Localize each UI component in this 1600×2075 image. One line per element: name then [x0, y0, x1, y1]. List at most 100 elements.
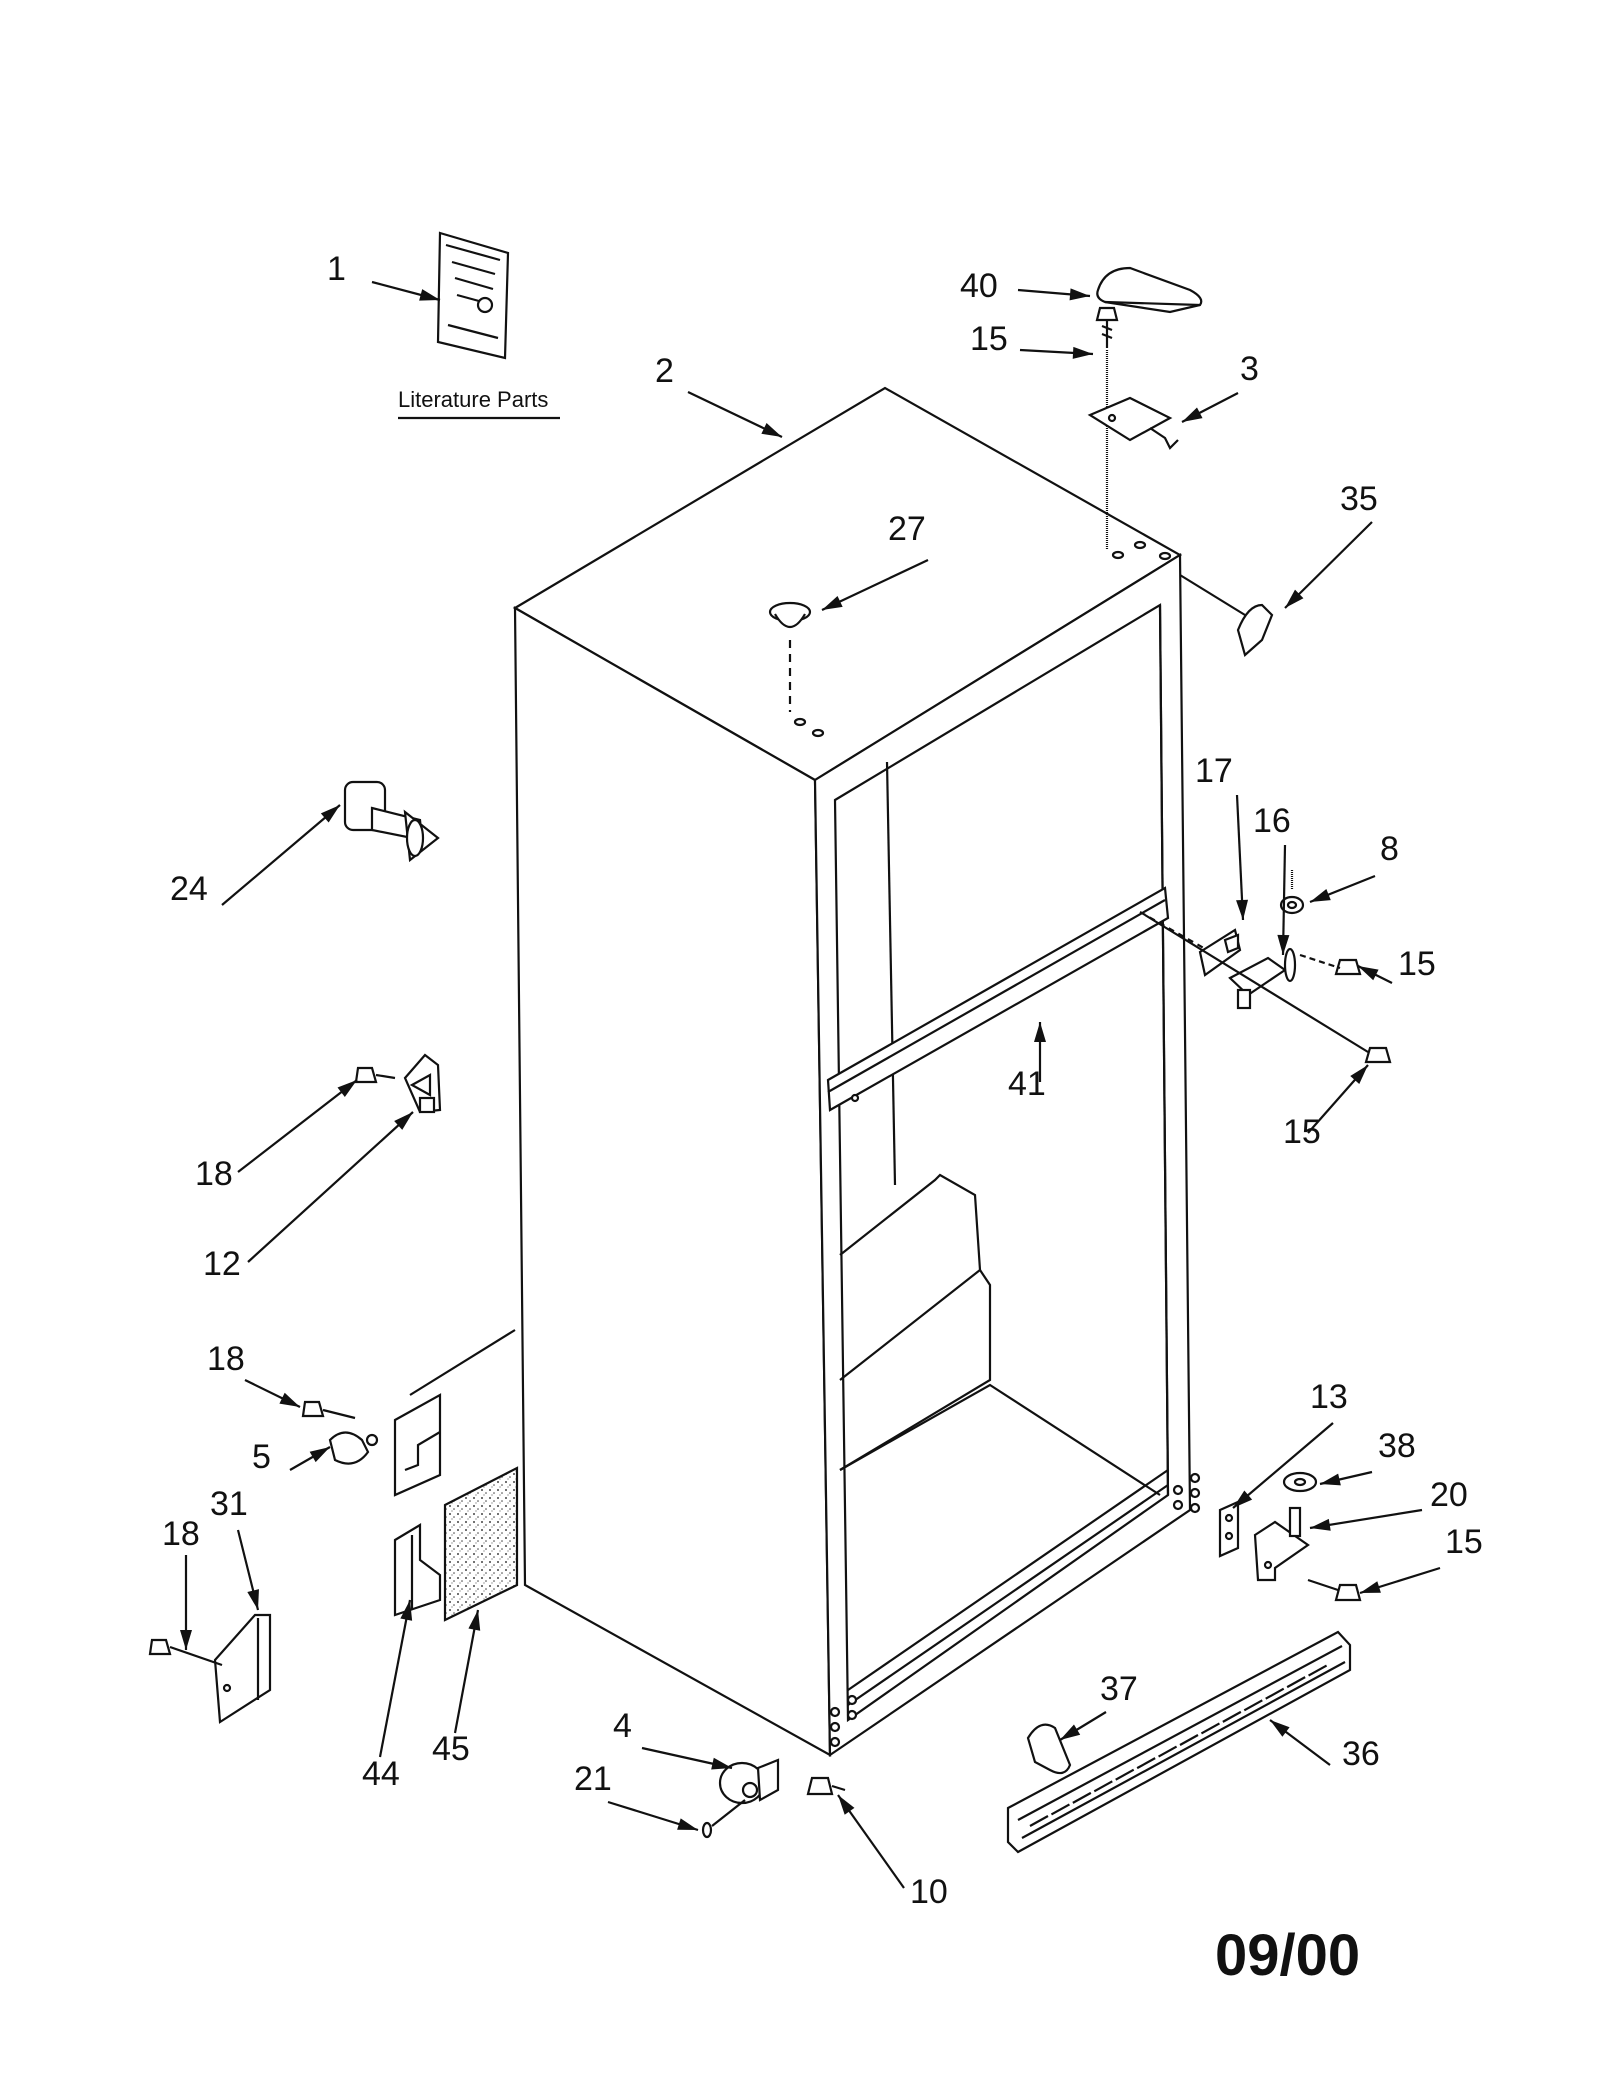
- callout-part-15d: 15: [1445, 1523, 1483, 1561]
- callout-part-13: 13: [1310, 1378, 1348, 1416]
- callout-part-35: 35: [1340, 480, 1378, 518]
- arrow-head: [761, 422, 782, 437]
- leader-arrows: [180, 280, 1441, 1889]
- callout-part-12: 12: [203, 1245, 241, 1283]
- arrow-head: [180, 1630, 192, 1650]
- callout-part-10: 10: [910, 1873, 948, 1911]
- callout-part-24: 24: [170, 870, 208, 908]
- callout-part-2: 2: [655, 352, 674, 390]
- arrow-head: [247, 1589, 259, 1610]
- arrow-head: [1310, 1518, 1331, 1531]
- grille-slot: [1050, 1803, 1070, 1816]
- leader-line: [221, 804, 341, 906]
- leveler-part-4: [718, 1758, 780, 1805]
- cover-part-31: [213, 1613, 272, 1724]
- callout-part-18b: 18: [207, 1340, 245, 1378]
- grille-slot: [1158, 1745, 1178, 1758]
- arrow-head: [1320, 1473, 1341, 1486]
- arrow-head: [838, 1795, 855, 1815]
- arrow-head: [1069, 288, 1090, 301]
- leader-line: [1232, 1422, 1334, 1509]
- leader-line: [1235, 794, 1245, 921]
- arrow-head: [1350, 1065, 1368, 1084]
- center-hinge-part-17: [1198, 928, 1242, 977]
- grille-slot: [1200, 1722, 1220, 1735]
- grille-slot: [1308, 1664, 1328, 1677]
- grille-slot: [1179, 1734, 1199, 1746]
- arrow-head: [711, 1757, 732, 1770]
- arrow-head: [822, 596, 843, 610]
- callout-part-15c: 15: [1283, 1113, 1321, 1151]
- clip-part-37: [1026, 1723, 1072, 1775]
- door-stop-part-24: [343, 780, 440, 863]
- callout-part-38: 38: [1378, 1427, 1416, 1465]
- callout-part-21: 21: [574, 1760, 612, 1798]
- grille-slot: [1243, 1699, 1263, 1712]
- arrow-head: [677, 1818, 698, 1830]
- insulation-pad-part-45: [443, 1466, 519, 1622]
- cabinet-body: [512, 386, 1201, 1758]
- clamp-part-5: [328, 1431, 379, 1465]
- grille-slot: [1093, 1780, 1113, 1793]
- arrow-head: [1060, 1724, 1081, 1740]
- screw-part-10: [806, 1776, 846, 1796]
- callout-part-18c: 18: [162, 1515, 200, 1553]
- callout-part-41: 41: [1008, 1065, 1046, 1103]
- bottom-hinge-part-20: [1253, 1506, 1310, 1582]
- callout-part-17: 17: [1195, 752, 1233, 790]
- grille-slot: [1072, 1791, 1092, 1804]
- arrow-head: [1270, 1720, 1290, 1737]
- callout-part-1: 1: [327, 250, 346, 288]
- center-hinge-part-16: [1228, 947, 1297, 1010]
- arrow-head: [1236, 899, 1249, 920]
- hinge-cover-leader: [1179, 574, 1246, 616]
- grille-slot: [1029, 1815, 1049, 1827]
- callout-part-8: 8: [1380, 830, 1399, 868]
- grille-slot: [1115, 1768, 1135, 1781]
- arrow-head: [1310, 889, 1331, 902]
- bracket-part-44: [393, 1393, 442, 1617]
- arrow-head: [337, 1080, 357, 1097]
- callout-part-37: 37: [1100, 1670, 1138, 1708]
- shim-part-13: [1218, 1500, 1240, 1558]
- arrow-head: [419, 289, 440, 301]
- toe-plate-outline: [409, 1329, 516, 1396]
- callout-part-18a: 18: [195, 1155, 233, 1193]
- date-code: 09/00: [1215, 1923, 1360, 1988]
- screw-part-18-a: [354, 1066, 396, 1084]
- screw-part-15-top: [1095, 306, 1119, 550]
- callout-part-44: 44: [362, 1755, 400, 1793]
- arrow-head: [1233, 1490, 1253, 1508]
- callout-part-16: 16: [1253, 802, 1291, 840]
- callout-part-3: 3: [1240, 350, 1259, 388]
- literature-booklet-part-1: [436, 231, 510, 360]
- callout-part-20: 20: [1430, 1476, 1468, 1514]
- callout-labels: 1240153352724171681541151812185183113382…: [162, 250, 1483, 1911]
- arrow-head: [468, 1610, 481, 1631]
- callout-part-27: 27: [888, 510, 926, 548]
- callout-part-5: 5: [252, 1438, 271, 1476]
- screw-part-18-b: [301, 1400, 356, 1420]
- leader-line: [1284, 521, 1373, 609]
- leader-line: [453, 1609, 480, 1734]
- arrow-head: [1072, 346, 1093, 359]
- arrow-head: [1358, 966, 1379, 981]
- bracket-part-12: [403, 1053, 442, 1114]
- top-hinge-part-3: [1087, 396, 1179, 450]
- callout-part-15b: 15: [1398, 945, 1436, 983]
- callout-part-31: 31: [210, 1485, 248, 1523]
- arrow-head: [279, 1392, 300, 1407]
- cap-part-40: [1096, 266, 1203, 314]
- callout-part-36: 36: [1342, 1735, 1380, 1773]
- screw-part-21: [701, 1799, 746, 1839]
- grille-part-36: [1006, 1630, 1352, 1854]
- callout-part-40: 40: [960, 267, 998, 305]
- washer-part-38: [1282, 1471, 1318, 1493]
- grille-slot: [1222, 1710, 1242, 1723]
- leader-line: [378, 1599, 412, 1758]
- washer-part-8: [1279, 870, 1305, 915]
- arrow-head: [1034, 1022, 1046, 1042]
- grille-slots: [1029, 1664, 1328, 1827]
- callout-part-4: 4: [613, 1707, 632, 1745]
